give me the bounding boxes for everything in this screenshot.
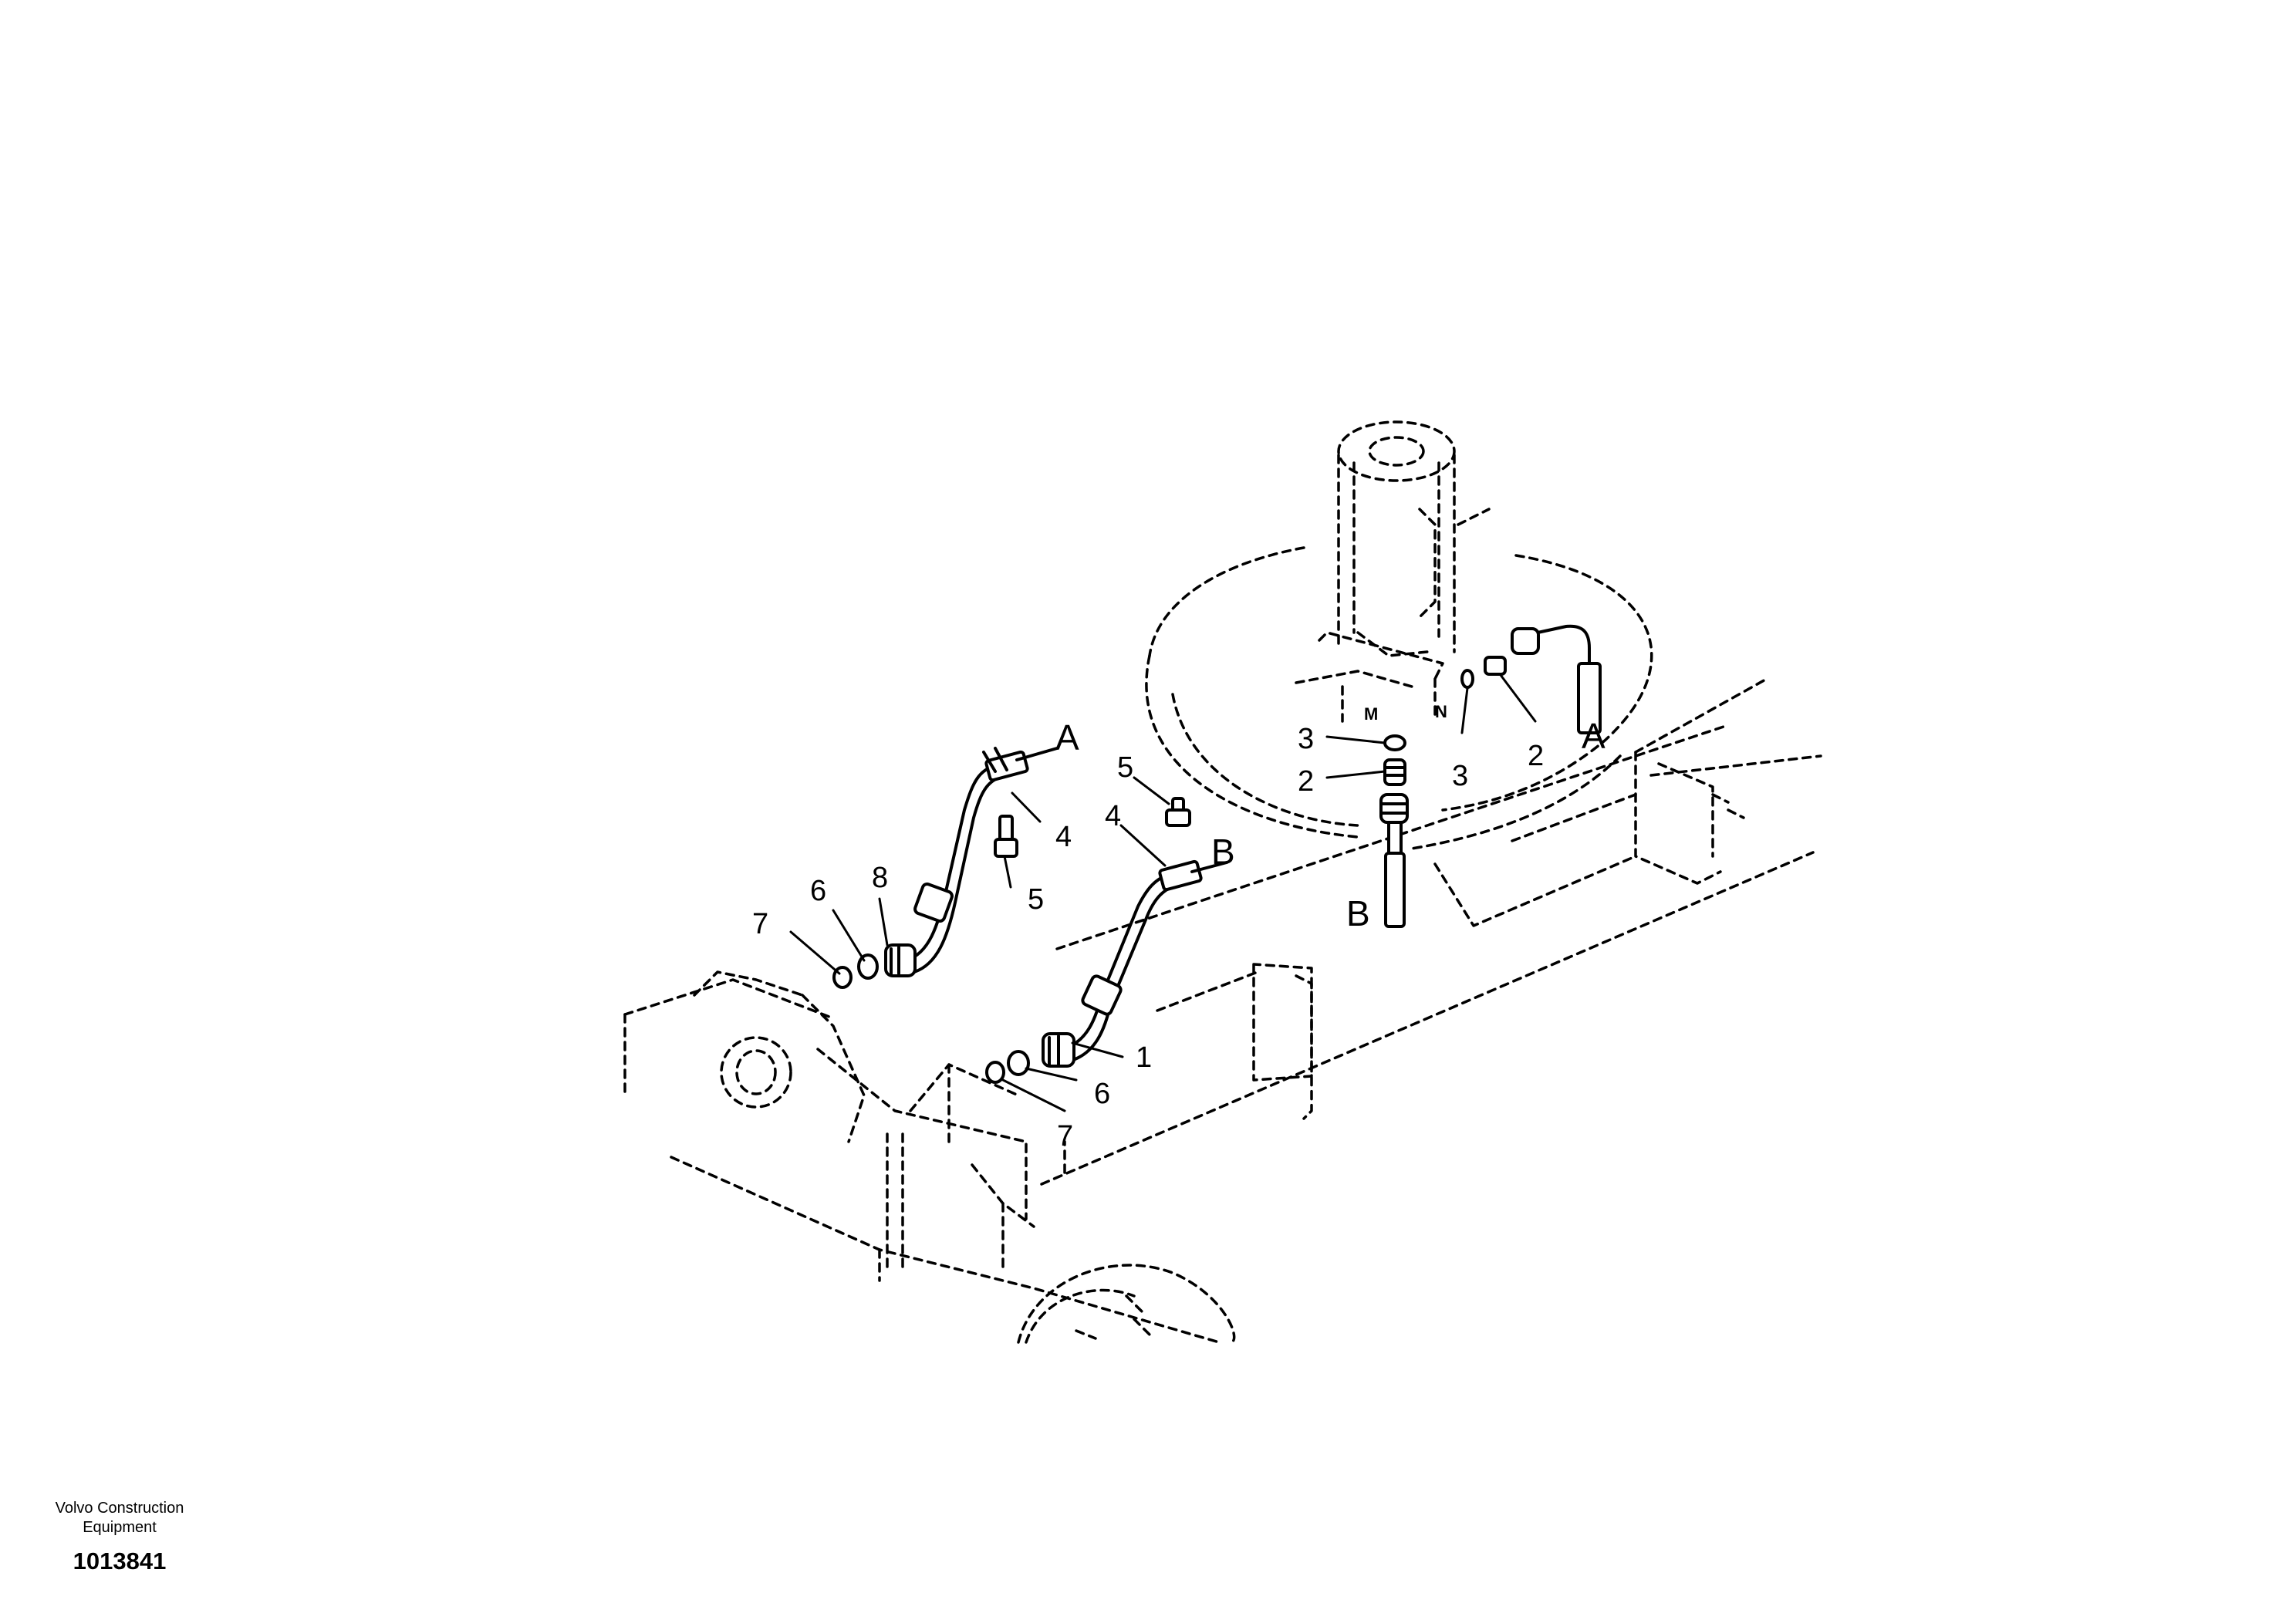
letter-b-hose: B (1211, 832, 1235, 872)
callout-7-upper: 7 (752, 908, 768, 940)
leader-lines (789, 673, 1537, 1112)
callout-5-upper: 5 (1117, 751, 1133, 784)
callout-5-lower: 5 (1028, 883, 1044, 916)
callout-4-upper: 4 (1055, 821, 1072, 853)
callout-2-right: 2 (1528, 740, 1544, 772)
callout-1: 1 (1136, 1041, 1152, 1074)
callout-labels: 1 2 2 3 3 4 4 5 5 6 6 7 7 8 (752, 723, 1544, 1153)
turntable-outline (1145, 546, 1653, 850)
connection-letters: A B A B M N (1055, 702, 1606, 933)
callout-3-left: 3 (1298, 723, 1314, 755)
document-number: 1013841 (73, 1547, 167, 1574)
callout-4-lower: 4 (1105, 800, 1121, 832)
letter-a-hose: A (1055, 717, 1079, 758)
port-n-label: N (1435, 702, 1447, 721)
callout-3-right: 3 (1452, 760, 1468, 792)
hose-a (884, 747, 1059, 977)
brand-line-2: Equipment (83, 1519, 157, 1536)
port-m-label: M (1364, 704, 1378, 724)
callout-6-lower: 6 (1094, 1078, 1110, 1110)
brand-line-1: Volvo Construction (55, 1500, 184, 1517)
callout-6-upper: 6 (810, 875, 826, 907)
callout-7-lower: 7 (1057, 1120, 1073, 1153)
frame-outline (623, 631, 1822, 1344)
hose-b (1042, 859, 1228, 1068)
callout-2-left: 2 (1298, 765, 1314, 798)
center-swivel-joint (1337, 420, 1491, 657)
swivel-fittings (1379, 624, 1602, 928)
letter-a-swivel: A (1582, 716, 1606, 756)
callout-8: 8 (872, 862, 888, 894)
letter-b-swivel: B (1346, 893, 1370, 933)
brand-name: Volvo Construction Equipment (0, 1499, 239, 1537)
